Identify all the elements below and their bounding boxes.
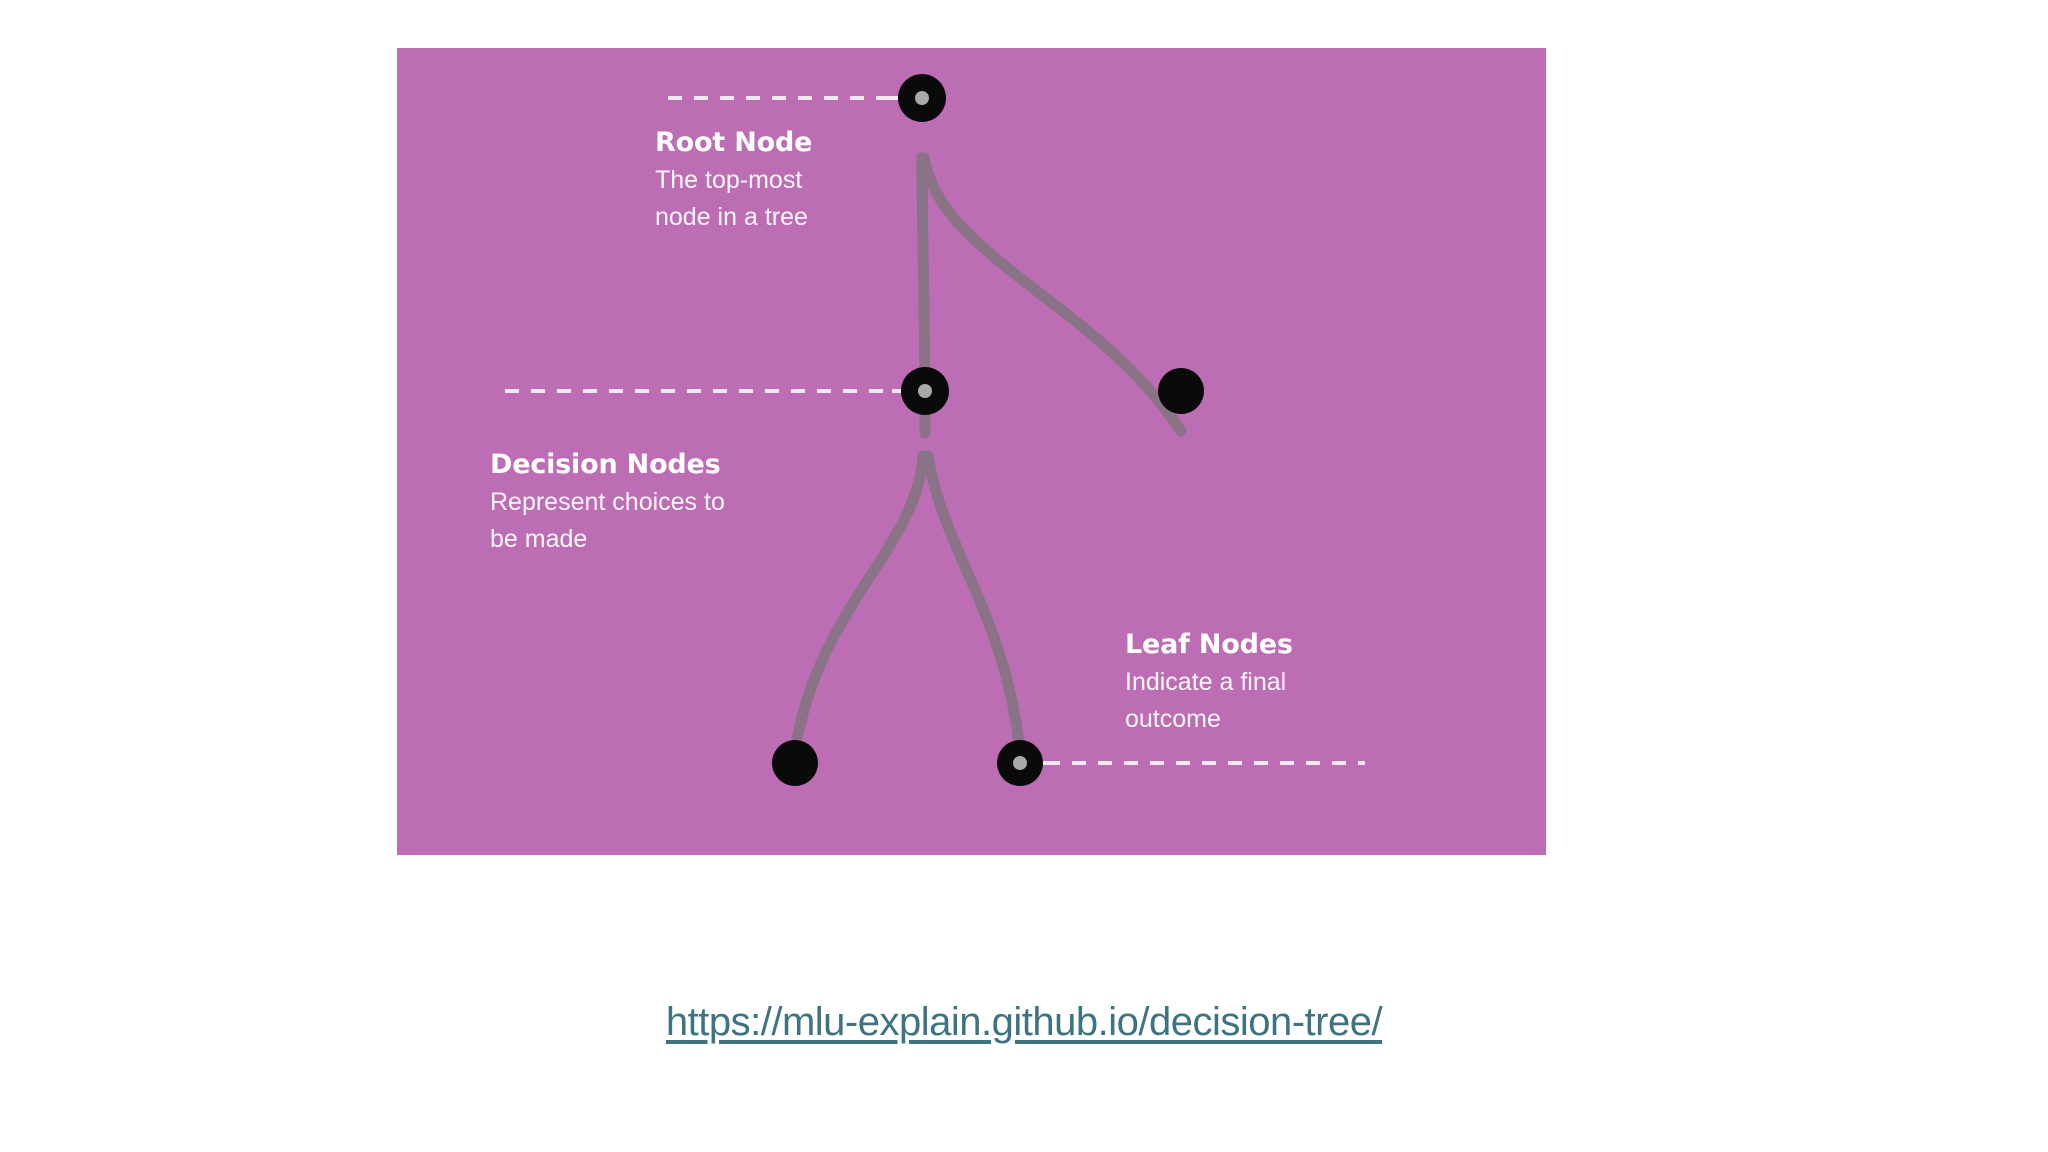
source-link-container: https://mlu-explain.github.io/decision-t… [0,1000,2048,1045]
annotation-root-node: Root Node The top-most node in a tree [655,126,812,236]
leaf-node-bottom-left [772,740,818,786]
leaf-node-bottom-right-center-dot [1013,756,1027,770]
annotation-decision-nodes-title: Decision Nodes [490,449,721,480]
annotation-decision-nodes-description: Represent choices to be made [490,484,725,558]
branch-decision-to-leaf-bottom-left [789,450,929,757]
root-node-center-dot [915,91,929,105]
callout-lines [505,96,1365,765]
annotation-root-node-description-line-1: The top-most [655,166,803,194]
callout-stubs [887,96,1057,765]
tree-nodes [772,74,1204,786]
annotation-decision-nodes: Decision Nodes Represent choices to be m… [490,448,725,558]
annotation-decision-nodes-description-line-1: Represent choices to [490,488,725,516]
decision-tree-graphic [505,74,1365,786]
annotation-leaf-nodes: Leaf Nodes Indicate a final outcome [1125,628,1293,738]
decision-node-center-dot [918,384,932,398]
annotation-decision-nodes-description-line-2: be made [490,525,588,553]
branch-root-to-leaf-right [918,152,1187,437]
tree-branches [789,152,1187,757]
annotation-root-node-title: Root Node [655,127,813,158]
annotation-leaf-nodes-title: Leaf Nodes [1125,629,1293,660]
annotation-leaf-nodes-description-line-2: outcome [1125,705,1221,733]
annotation-leaf-nodes-description: Indicate a final outcome [1125,664,1293,738]
leaf-node-right [1158,368,1204,414]
source-url-link[interactable]: https://mlu-explain.github.io/decision-t… [665,1000,1383,1044]
annotation-root-node-description-line-2: node in a tree [655,203,808,231]
decision-tree-illustration: Root Node The top-most node in a tree De… [397,48,1546,855]
annotation-root-node-description: The top-most node in a tree [655,162,812,236]
annotation-leaf-nodes-description-line-1: Indicate a final [1125,668,1287,696]
branch-decision-to-leaf-bottom-right [922,450,1026,757]
